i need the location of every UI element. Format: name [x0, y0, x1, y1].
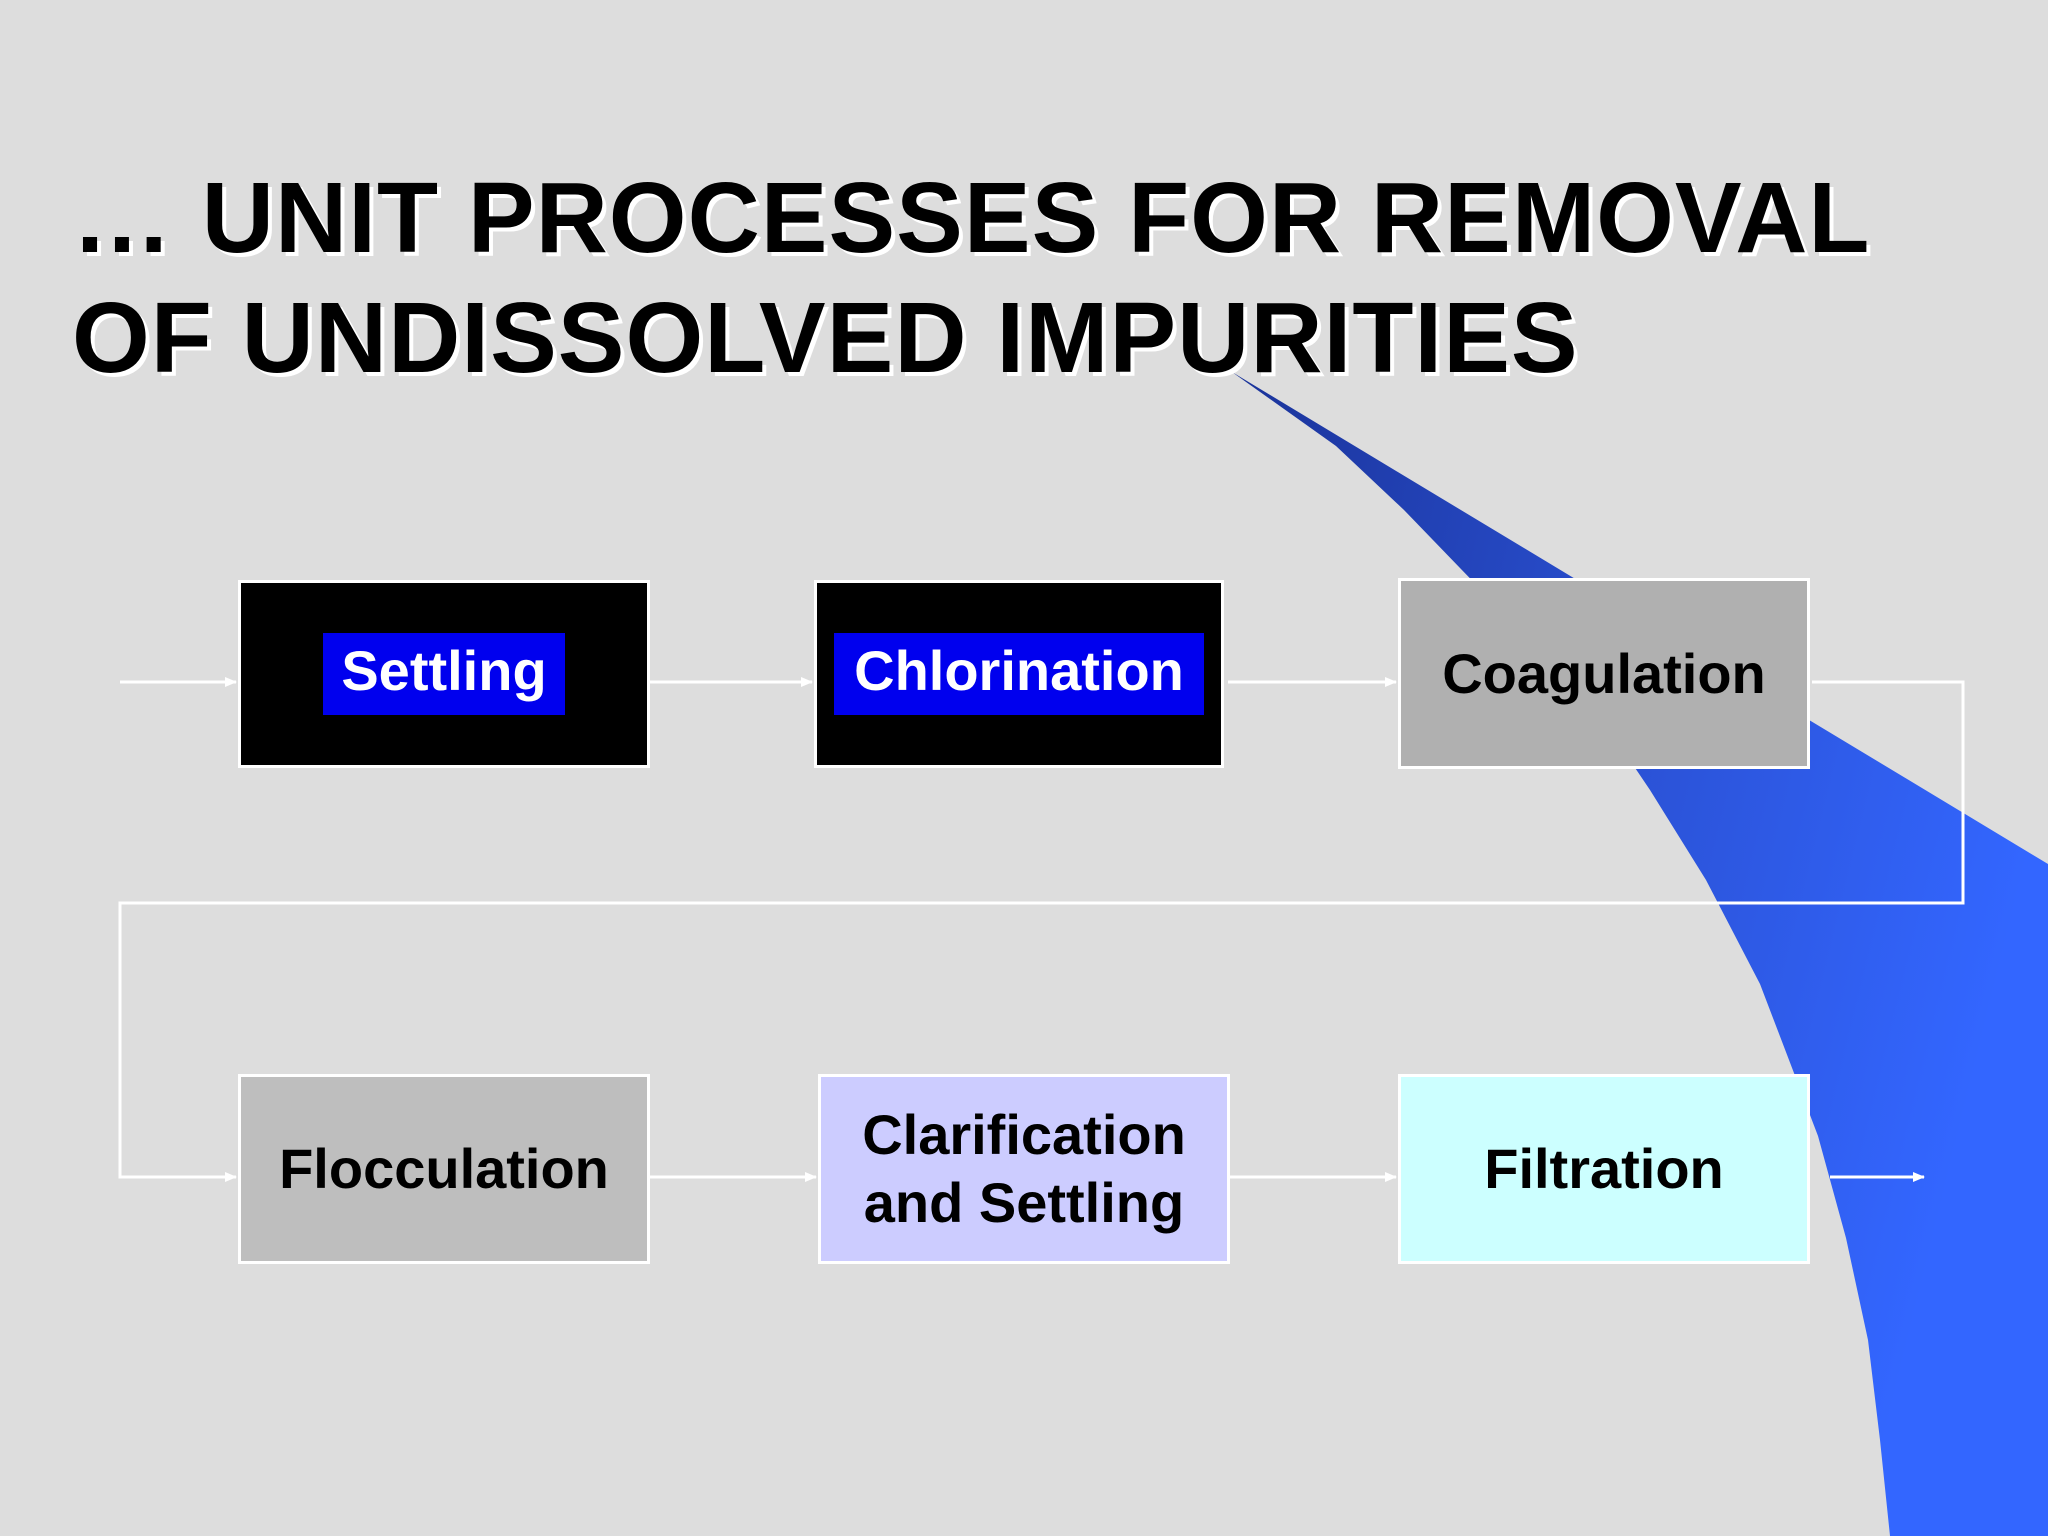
process-box-coagulation: Coagulation — [1398, 578, 1810, 769]
process-label-filtration: Filtration — [1484, 1137, 1724, 1200]
process-box-filtration: Filtration — [1398, 1074, 1810, 1264]
process-label-coagulation: Coagulation — [1442, 641, 1766, 705]
title-line-1: … UNIT PROCESSES FOR REMOVAL — [72, 162, 1871, 274]
process-box-flocculation: Flocculation — [238, 1074, 650, 1264]
title-line-2: OF UNDISSOLVED IMPURITIES — [72, 282, 1579, 394]
process-box-clarification: Clarification and Settling — [818, 1074, 1230, 1264]
process-box-chlorination: Chlorination — [814, 580, 1224, 768]
process-label-clarification: Clarification and Settling — [862, 1103, 1186, 1234]
process-label-settling: Settling — [323, 633, 565, 715]
process-box-settling: Settling — [238, 580, 650, 768]
arrow-coagulation-to-flocculation — [118, 680, 1965, 1182]
process-label-chlorination: Chlorination — [834, 633, 1204, 715]
process-label-flocculation: Flocculation — [279, 1137, 609, 1200]
slide-title: … UNIT PROCESSES FOR REMOVAL OF UNDISSOL… — [72, 158, 1871, 398]
swoosh-shape — [1232, 372, 2048, 1536]
